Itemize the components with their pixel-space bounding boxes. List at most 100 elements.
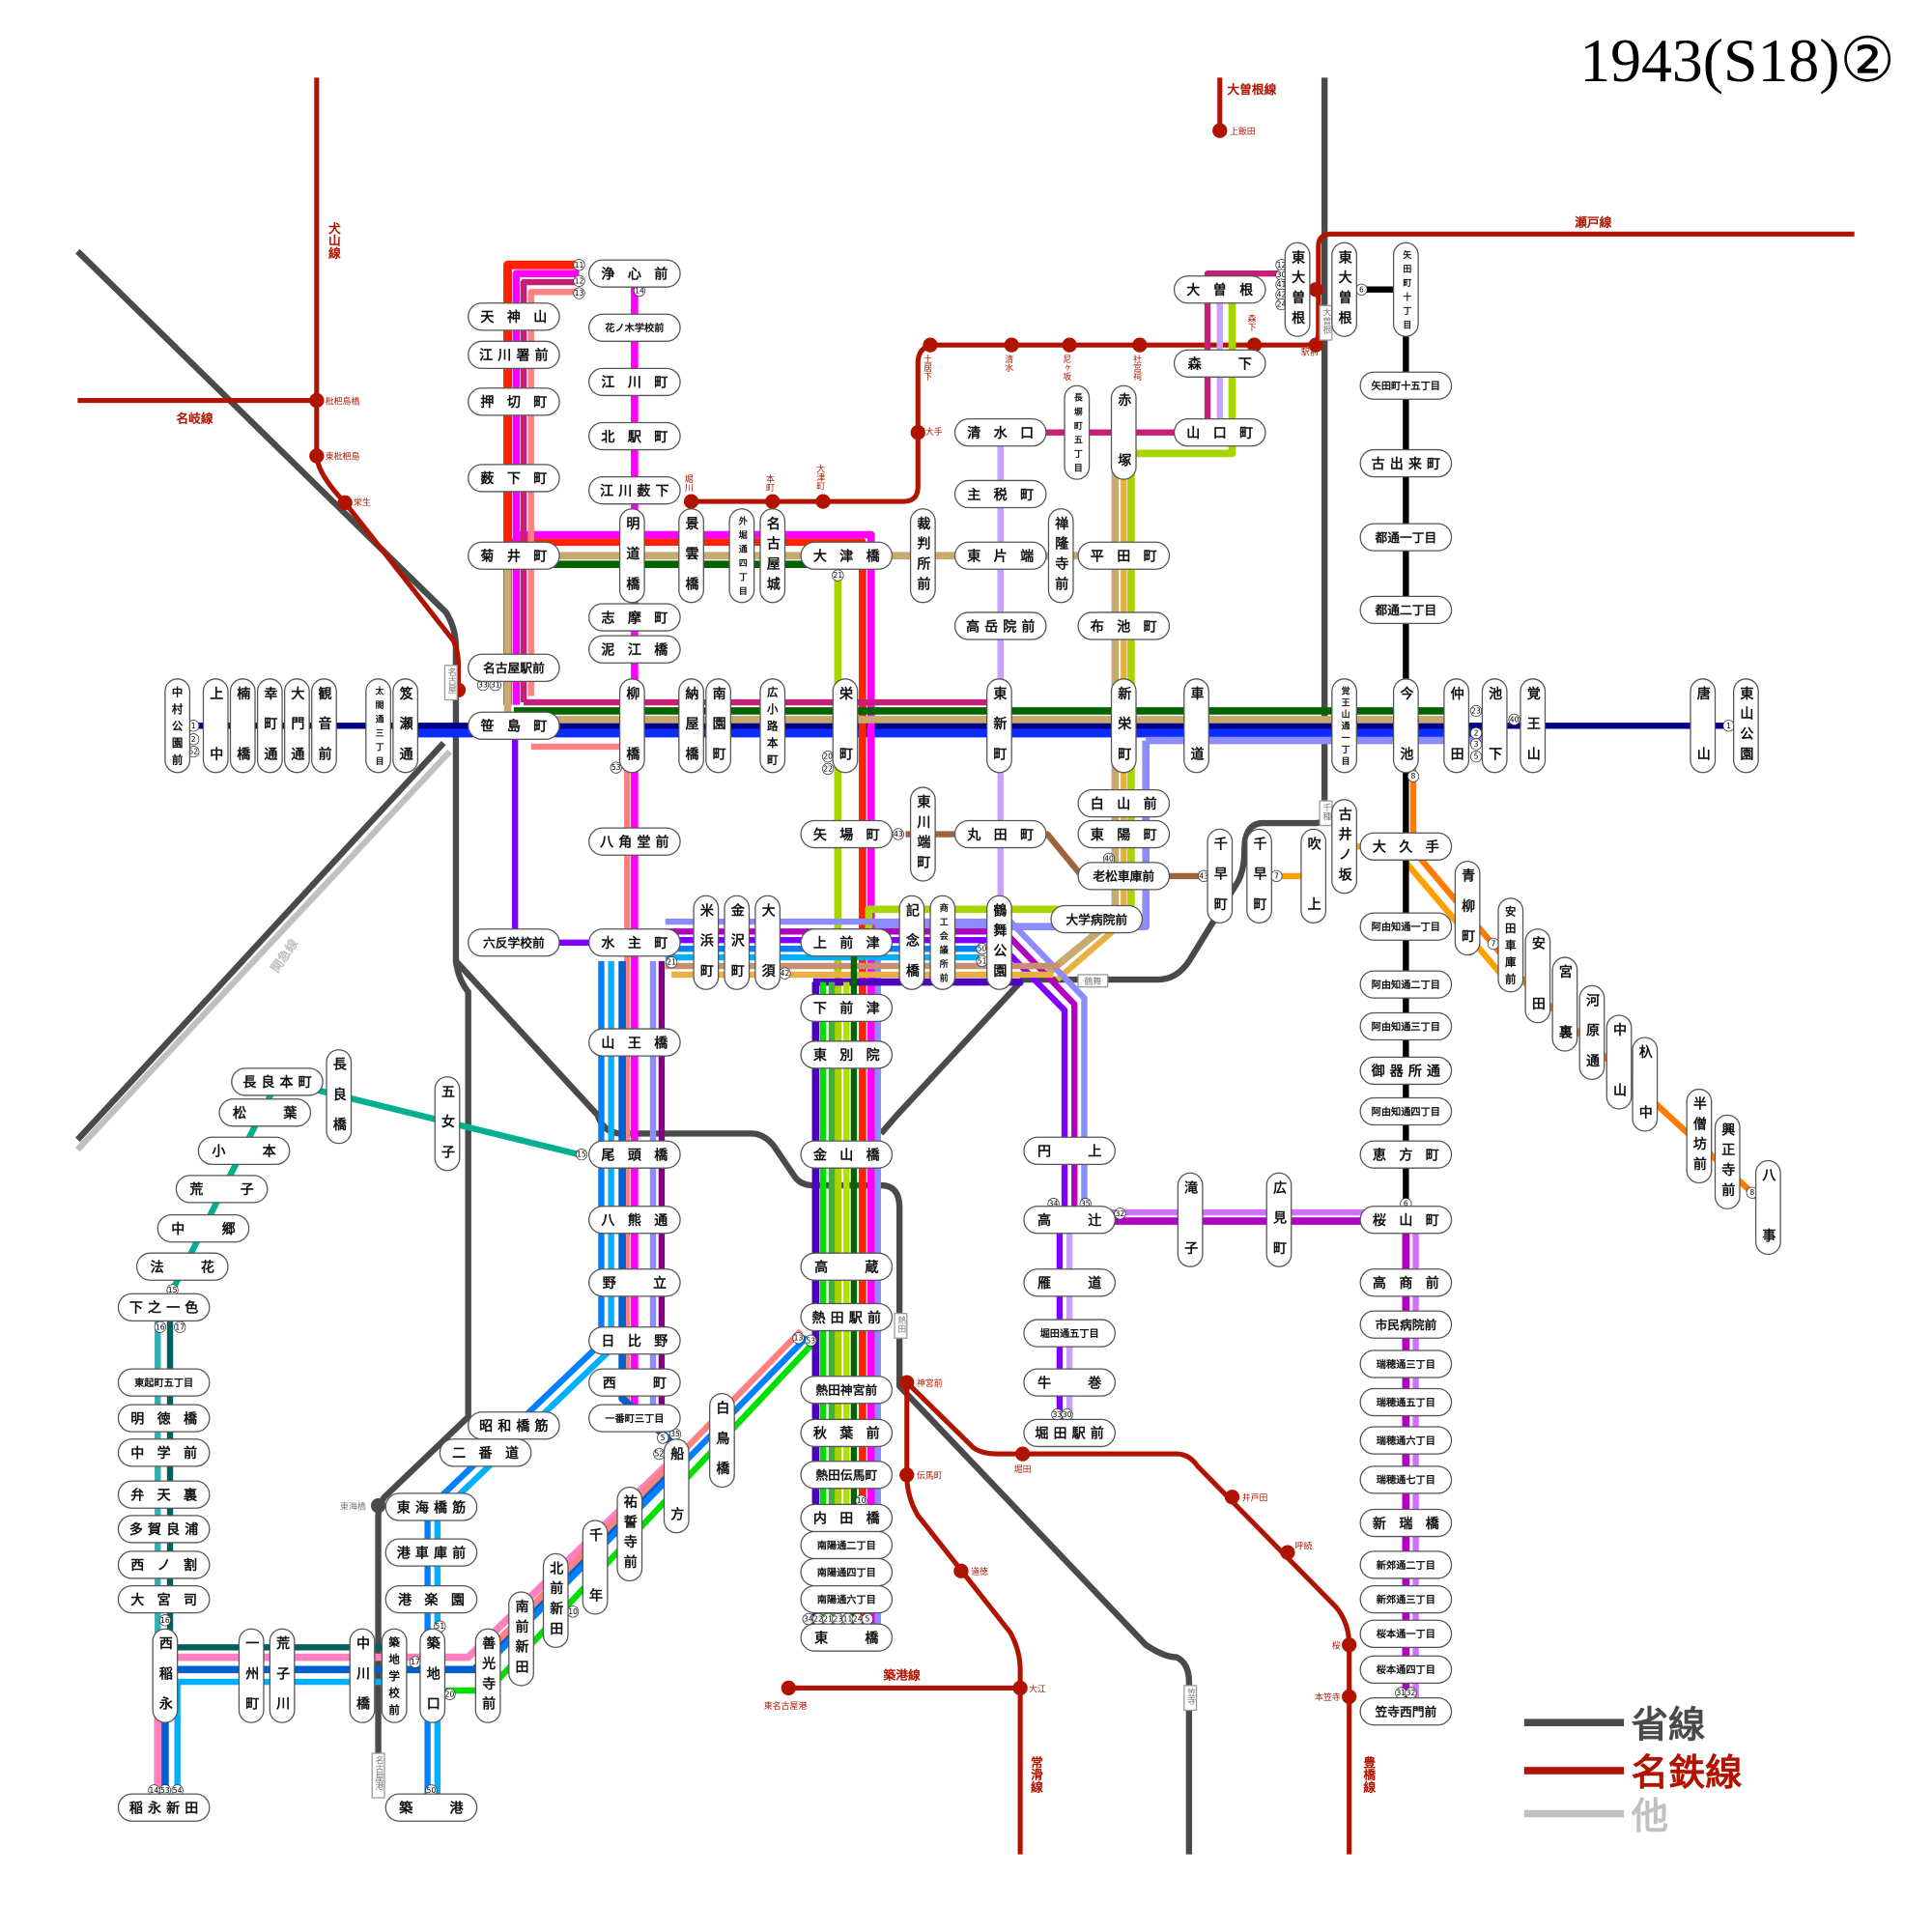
station-h[interactable]: 雁道 [1023,1268,1116,1297]
station-h[interactable]: 江川署前 [468,340,560,370]
station-v[interactable]: 中川橋 [349,1628,376,1723]
station-v[interactable]: 池下 [1481,678,1508,774]
station-v[interactable]: 新栄町 [1110,678,1137,774]
station-h[interactable]: 東橋 [800,1623,894,1652]
station-v[interactable]: 明道橋 [618,508,645,604]
station-v[interactable]: 米浜町 [693,895,720,990]
rail-station-dot[interactable] [1015,1446,1031,1462]
station-h[interactable]: 弁天裏 [117,1480,211,1509]
station-v[interactable]: 滝子 [1177,1172,1204,1267]
rail-station-dot[interactable] [1342,1689,1357,1705]
station-h[interactable]: 一番町三丁目 [588,1404,681,1433]
station-h[interactable]: 港車庫前 [384,1538,478,1567]
station-v[interactable]: 南前新田 [508,1591,534,1687]
station-h[interactable]: 志摩町 [588,603,681,632]
station-h[interactable]: 阿由知通一丁目 [1359,912,1453,941]
station-v[interactable]: 半僧坊前 [1686,1088,1713,1184]
station-h[interactable]: 熱田伝馬町 [800,1461,894,1490]
station-v[interactable]: 禅隆寺前 [1047,508,1074,604]
rail-station-dot[interactable] [899,1467,915,1483]
station-v[interactable]: 幸町通 [256,678,283,774]
station-v[interactable]: 上中 [202,678,229,774]
station-h[interactable]: 阿由知通二丁目 [1359,970,1453,999]
station-h[interactable]: 老松車庫前 [1077,862,1171,891]
station-h[interactable]: 花ノ木学校前 [588,313,681,342]
station-h[interactable]: 清水口 [953,418,1047,447]
station-v[interactable]: 商工会議所前 [929,895,956,990]
jnr-station-box[interactable] [894,1313,908,1339]
jnr-station-box[interactable] [1183,1685,1198,1712]
station-v[interactable]: 中山 [1605,1014,1633,1110]
station-h[interactable]: 高辻 [1023,1206,1116,1235]
station-v[interactable]: 東大曽根 [1331,242,1357,337]
station-v[interactable]: 西稲永 [152,1628,179,1723]
station-h[interactable]: 平田町 [1077,541,1171,570]
station-h[interactable]: 東陽町 [1077,819,1171,849]
rail-station-dot[interactable] [910,425,925,440]
station-h[interactable]: 高商前 [1359,1268,1453,1297]
station-v[interactable]: 覚王山通一丁目 [1331,678,1357,774]
station-h[interactable]: 八角堂前 [588,827,681,856]
station-v[interactable]: 古井ノ坂 [1331,799,1357,895]
station-h[interactable]: 桜本通四丁目 [1359,1655,1453,1684]
rail-station-dot[interactable] [309,448,325,464]
station-v[interactable]: 東大曽根 [1284,242,1311,337]
station-h[interactable]: 日比野 [588,1326,681,1355]
rail-station-dot[interactable] [683,494,699,509]
station-h[interactable]: 大津橋 [800,541,894,570]
station-v[interactable]: 宮裏 [1551,956,1578,1052]
station-v[interactable]: 一州町 [238,1628,265,1723]
station-h[interactable]: 西町 [588,1368,681,1397]
station-h[interactable]: 堀田駅前 [1023,1418,1116,1448]
station-v[interactable]: 名古屋城 [759,508,786,604]
station-h[interactable]: 明徳橋 [117,1404,211,1433]
station-v[interactable]: 祐誓寺前 [616,1486,643,1582]
rail-station-dot[interactable] [899,1375,915,1390]
station-h[interactable]: 古出来町 [1359,448,1453,478]
station-h[interactable]: 東海橋筋 [384,1492,478,1521]
rail-station-dot[interactable] [337,495,353,511]
station-h[interactable]: 尾頭橋 [588,1140,681,1169]
station-v[interactable]: 覚王山 [1520,678,1547,774]
station-h[interactable]: 稲永新田 [117,1793,211,1822]
station-h[interactable]: 笹島町 [468,711,560,740]
station-h[interactable]: 熱田駅前 [800,1302,894,1332]
station-v[interactable]: 車道 [1183,678,1209,774]
station-h[interactable]: 野立 [588,1268,681,1297]
station-h[interactable]: 法花 [135,1252,229,1281]
station-h[interactable]: 下之一色 [117,1293,211,1321]
station-v[interactable]: 楠橋 [229,678,256,774]
station-v[interactable]: 興正寺前 [1714,1114,1741,1209]
station-h[interactable]: 薮下町 [468,464,560,493]
station-h[interactable]: 瑞穂通七丁目 [1359,1465,1453,1494]
rail-station-dot[interactable] [781,1680,796,1696]
station-h[interactable]: 東別院 [800,1040,894,1069]
station-h[interactable]: 西ノ割 [117,1550,211,1579]
station-h[interactable]: 新瑞橋 [1359,1508,1453,1538]
station-v[interactable]: 記念橋 [898,895,925,990]
station-h[interactable]: 瑞穂通三丁目 [1359,1350,1453,1378]
station-v[interactable]: 東新町 [986,678,1012,774]
rail-station-dot[interactable] [1308,337,1323,353]
station-v[interactable]: 東山公園 [1733,678,1759,774]
station-h[interactable]: 阿由知通三丁目 [1359,1011,1453,1041]
station-h[interactable]: 東片端 [953,541,1047,570]
station-h[interactable]: 中郷 [156,1214,250,1243]
station-v[interactable]: 観音前 [311,678,337,774]
station-h[interactable]: 堀田通五丁目 [1023,1319,1116,1348]
station-v[interactable]: 唐山 [1690,678,1717,774]
station-h[interactable]: 瑞穂通六丁目 [1359,1426,1453,1455]
station-v[interactable]: 景雲橋 [678,508,704,604]
station-h[interactable]: 山口町 [1173,418,1266,447]
station-h[interactable]: 水主町 [588,928,681,957]
station-h[interactable]: 牛巻 [1023,1368,1116,1397]
station-h[interactable]: 桜山町 [1359,1206,1453,1235]
station-v[interactable]: 笈瀬通 [392,678,419,774]
station-v[interactable]: 裁判所前 [909,508,936,604]
rail-station-dot[interactable] [1062,337,1077,353]
station-v[interactable]: 千早町 [1246,828,1272,923]
station-h[interactable]: 昭和橋筋 [468,1411,560,1440]
station-v[interactable]: 築地学校前 [381,1628,408,1723]
station-v[interactable]: 柳橋 [618,678,645,774]
station-h[interactable]: 荒子 [175,1175,269,1204]
